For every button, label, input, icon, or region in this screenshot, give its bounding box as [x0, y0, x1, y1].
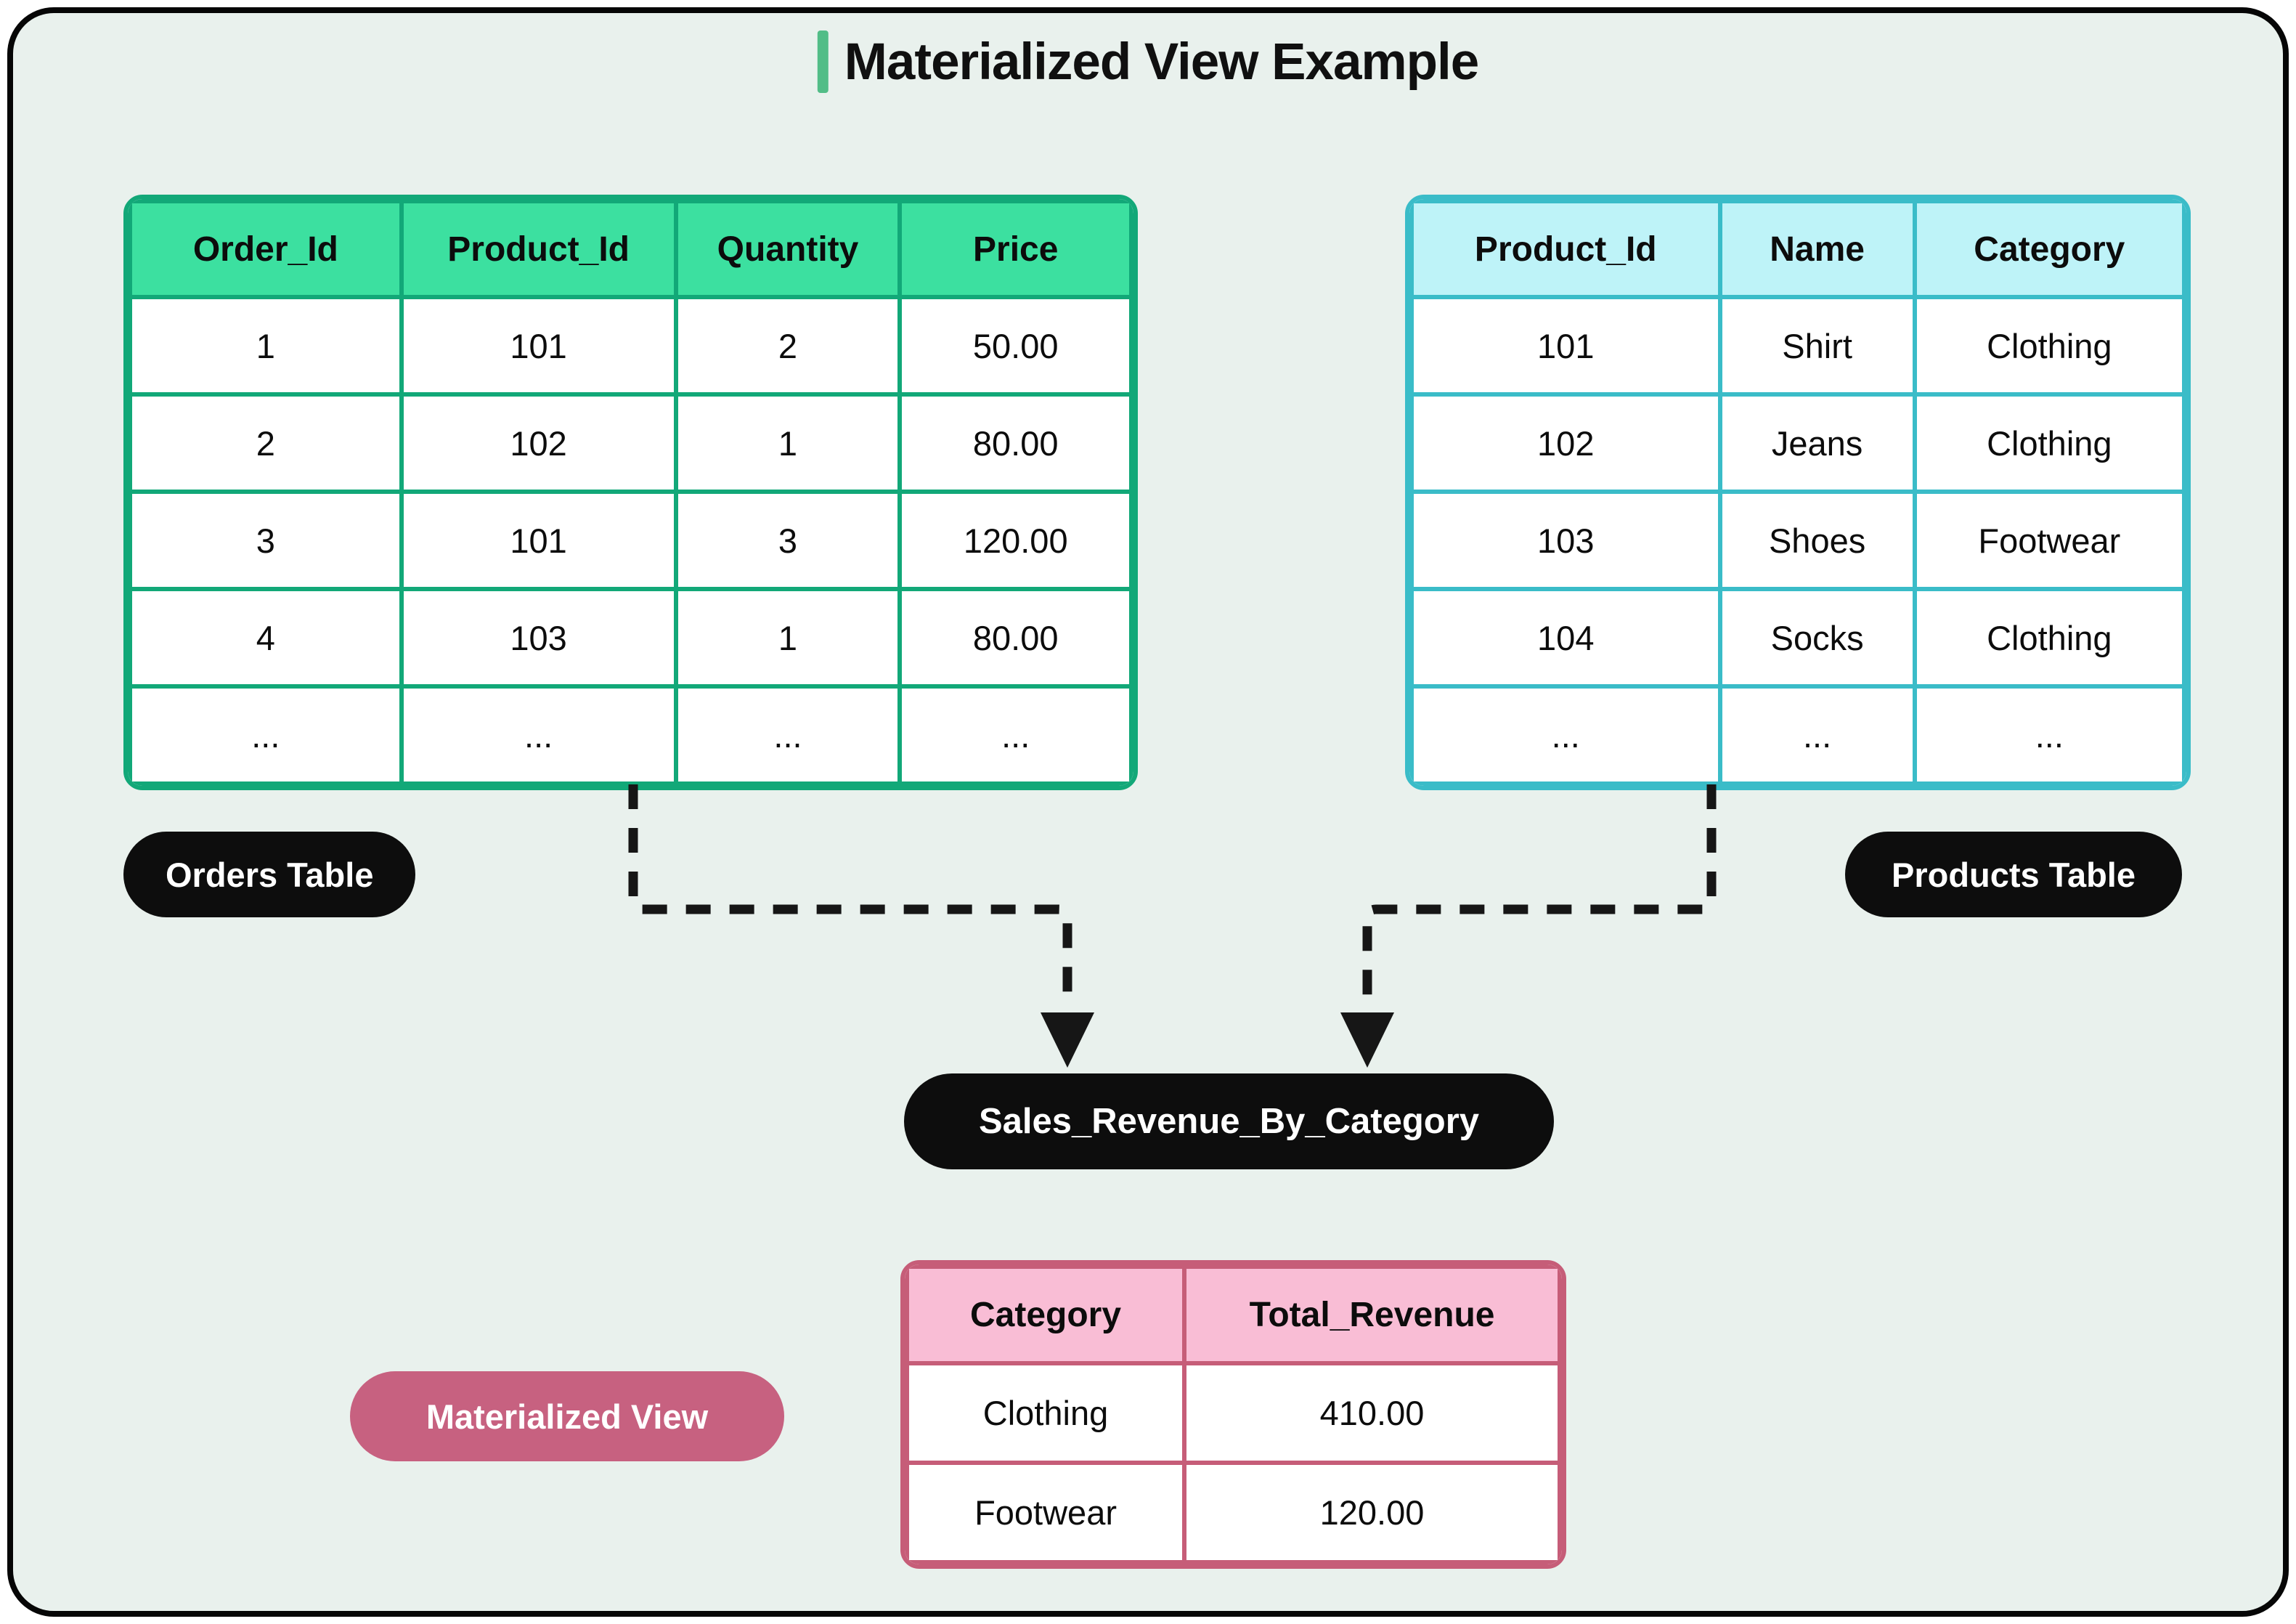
- title-accent-bar: [817, 31, 829, 93]
- column-header: Quantity: [673, 199, 903, 299]
- table-cell: ...: [673, 684, 903, 786]
- table-cell: Footwear: [1912, 490, 2186, 591]
- table-row: ... ... ...: [1409, 684, 2186, 786]
- table-cell: 120.00: [1182, 1461, 1562, 1564]
- table-row: 1 101 2 50.00: [128, 295, 1133, 397]
- table-cell: 3: [673, 490, 903, 591]
- table-row: 104 Socks Clothing: [1409, 587, 2186, 689]
- table-cell: Clothing: [1912, 295, 2186, 397]
- table-cell: 410.00: [1182, 1361, 1562, 1465]
- table-cell: ...: [897, 684, 1133, 786]
- table-cell: Shirt: [1717, 295, 1917, 397]
- table-cell: Footwear: [905, 1461, 1187, 1564]
- column-header: Category: [905, 1264, 1187, 1365]
- products-table: Product_Id Name Category 101 Shirt Cloth…: [1405, 195, 2191, 790]
- table-cell: 101: [399, 490, 678, 591]
- table-cell: 2: [128, 392, 404, 494]
- table-row: 102 Jeans Clothing: [1409, 392, 2186, 494]
- table-cell: ...: [1717, 684, 1917, 786]
- table-cell: Clothing: [1912, 392, 2186, 494]
- column-header: Product_Id: [399, 199, 678, 299]
- orders-table: Order_Id Product_Id Quantity Price 1 101…: [123, 195, 1138, 790]
- table-cell: 50.00: [897, 295, 1133, 397]
- table-cell: 120.00: [897, 490, 1133, 591]
- table-cell: Jeans: [1717, 392, 1917, 494]
- table-cell: Clothing: [1912, 587, 2186, 689]
- table-cell: 103: [1409, 490, 1722, 591]
- table-row: 103 Shoes Footwear: [1409, 490, 2186, 591]
- table-cell: 1: [673, 392, 903, 494]
- table-cell: 104: [1409, 587, 1722, 689]
- column-header: Total_Revenue: [1182, 1264, 1562, 1365]
- table-cell: 103: [399, 587, 678, 689]
- table-cell: ...: [128, 684, 404, 786]
- table-cell: 2: [673, 295, 903, 397]
- table-row: 101 Shirt Clothing: [1409, 295, 2186, 397]
- page-title-text: Materialized View Example: [844, 33, 1479, 91]
- page-title: Materialized View Example: [817, 31, 1479, 93]
- column-header: Name: [1717, 199, 1917, 299]
- materialized-view-table: Category Total_Revenue Clothing 410.00 F…: [900, 1260, 1566, 1569]
- table-cell: ...: [1912, 684, 2186, 786]
- orders-header-row: Order_Id Product_Id Quantity Price: [128, 199, 1133, 299]
- sales-revenue-by-category-pill: Sales_Revenue_By_Category: [904, 1073, 1554, 1169]
- table-row: 3 101 3 120.00: [128, 490, 1133, 591]
- column-header: Product_Id: [1409, 199, 1722, 299]
- column-header: Category: [1912, 199, 2186, 299]
- mview-header-row: Category Total_Revenue: [905, 1264, 1562, 1365]
- table-cell: 102: [1409, 392, 1722, 494]
- table-cell: 101: [1409, 295, 1722, 397]
- table-cell: Socks: [1717, 587, 1917, 689]
- orders-table-label-pill: Orders Table: [123, 832, 416, 917]
- table-cell: 1: [128, 295, 404, 397]
- table-cell: 4: [128, 587, 404, 689]
- column-header: Order_Id: [128, 199, 404, 299]
- table-row: Footwear 120.00: [905, 1461, 1562, 1564]
- table-cell: 101: [399, 295, 678, 397]
- table-cell: ...: [399, 684, 678, 786]
- table-cell: 80.00: [897, 587, 1133, 689]
- table-cell: 3: [128, 490, 404, 591]
- table-row: 2 102 1 80.00: [128, 392, 1133, 494]
- column-header: Price: [897, 199, 1133, 299]
- table-row: Clothing 410.00: [905, 1361, 1562, 1465]
- table-cell: Clothing: [905, 1361, 1187, 1465]
- table-cell: 80.00: [897, 392, 1133, 494]
- table-row: ... ... ... ...: [128, 684, 1133, 786]
- table-cell: ...: [1409, 684, 1722, 786]
- table-cell: 1: [673, 587, 903, 689]
- table-row: 4 103 1 80.00: [128, 587, 1133, 689]
- table-cell: 102: [399, 392, 678, 494]
- products-header-row: Product_Id Name Category: [1409, 199, 2186, 299]
- products-table-label-pill: Products Table: [1844, 832, 2182, 917]
- materialized-view-label-pill: Materialized View: [350, 1371, 784, 1461]
- table-cell: Shoes: [1717, 490, 1917, 591]
